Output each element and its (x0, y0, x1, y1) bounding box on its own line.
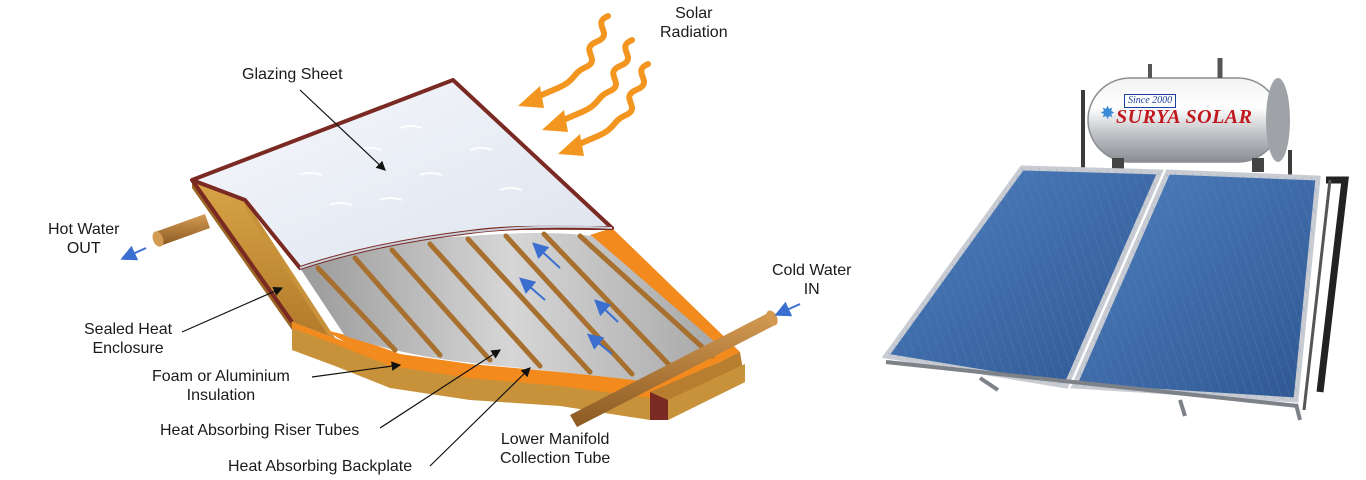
label-hot-water-out: Hot Water OUT (48, 220, 119, 258)
label-solar-line2: Radiation (660, 24, 728, 41)
leader-lines (181, 89, 531, 467)
water-direction-arrows (120, 245, 801, 317)
enclosure-right-wall (650, 352, 745, 420)
label-riser-tubes: Heat Absorbing Riser Tubes (160, 422, 360, 439)
label-lower-manifold: Lower Manifold Collection Tube (500, 430, 610, 468)
solar-radiation-arrows (527, 13, 651, 151)
panel-base-rails (885, 360, 1302, 421)
label-glazing-sheet: Glazing Sheet (242, 66, 343, 83)
label-solar-line1: Solar (675, 5, 713, 22)
label-foam-line2: Insulation (186, 387, 256, 404)
label-sealed-line1: Sealed Heat (84, 321, 173, 338)
glazing-sheet (190, 78, 614, 270)
flow-arrows (518, 242, 619, 355)
solar-panel-right (1070, 169, 1321, 403)
label-cold-water-line2: IN (803, 281, 820, 298)
label-hot-water-line1: Hot Water (48, 221, 120, 238)
label-sealed-heat-enclosure: Sealed Heat Enclosure (84, 320, 172, 358)
label-cold-water-line1: Cold Water (772, 262, 852, 279)
insulation-layer (325, 228, 740, 394)
brand-logo: ✸ Since 2000 SURYA SOLAR (1100, 94, 1270, 134)
label-manifold-line1: Lower Manifold (500, 431, 610, 448)
riser-tubes (315, 231, 715, 377)
brand-name: SURYA SOLAR (1116, 106, 1253, 128)
label-sealed-line2: Enclosure (92, 340, 164, 357)
label-manifold-line2: Collection Tube (500, 450, 611, 467)
label-foam-insulation: Foam or Aluminium Insulation (152, 367, 290, 405)
enclosure-left-wall (190, 178, 335, 346)
label-solar-radiation: Solar Radiation (660, 4, 728, 42)
brand-since: Since 2000 (1124, 94, 1177, 108)
solar-panel-left (881, 165, 1164, 389)
hot-water-pipe (152, 214, 210, 247)
label-hot-water-line2: OUT (66, 240, 101, 257)
label-backplate: Heat Absorbing Backplate (228, 458, 413, 475)
label-foam-line1: Foam or Aluminium (152, 368, 290, 385)
label-cold-water-in: Cold Water IN (772, 261, 851, 299)
enclosure-front-lip (292, 322, 650, 420)
brand-starburst-icon: ✸ (1100, 103, 1116, 123)
solar-arrowheads (518, 86, 584, 156)
